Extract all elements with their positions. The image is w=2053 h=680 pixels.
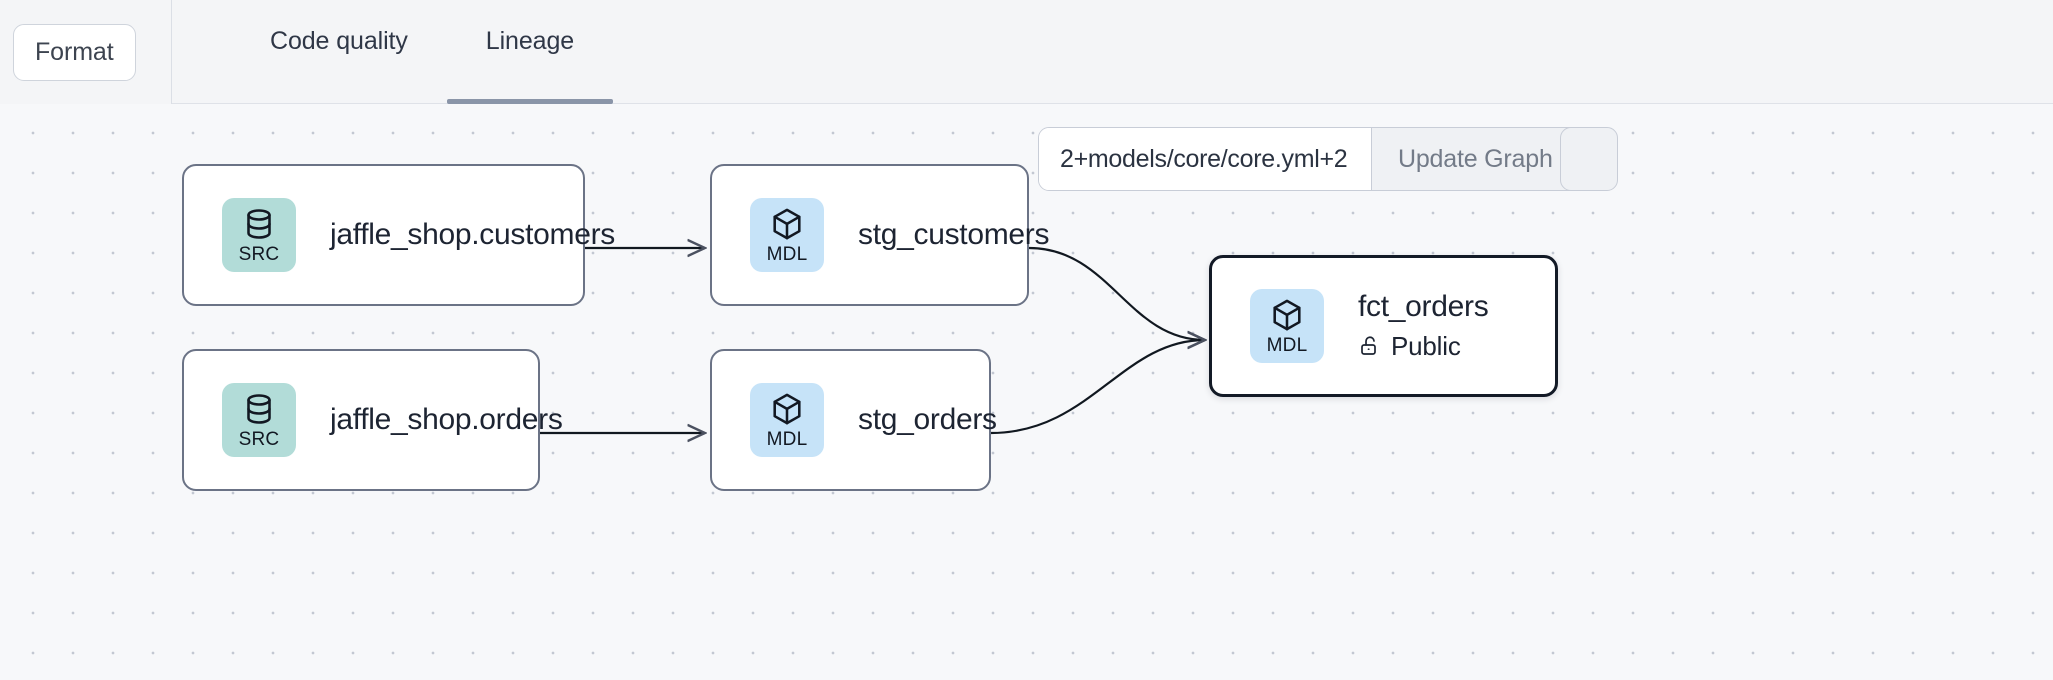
lineage-node-fct-orders[interactable]: MDL fct_orders Public bbox=[1209, 255, 1558, 397]
cube-icon bbox=[769, 206, 805, 242]
tab-active-underline bbox=[446, 99, 614, 104]
node-badge-label: SRC bbox=[238, 429, 280, 450]
node-badge-mdl: MDL bbox=[750, 383, 824, 457]
node-badge-label: MDL bbox=[1266, 335, 1308, 356]
lineage-node-jaffle-shop-customers[interactable]: SRC jaffle_shop.customers bbox=[182, 164, 615, 306]
lineage-node-stg-customers[interactable]: MDL stg_customers bbox=[710, 164, 1049, 306]
format-button[interactable]: Format bbox=[13, 23, 136, 81]
database-icon bbox=[241, 206, 277, 242]
toolbar-header: Format Code quality Lineage bbox=[0, 0, 2053, 104]
tab-lineage[interactable]: Lineage bbox=[446, 0, 614, 104]
cube-icon bbox=[769, 391, 805, 427]
node-body: jaffle_shop.orders bbox=[330, 403, 563, 438]
selector-input[interactable] bbox=[1039, 128, 1371, 190]
node-body: jaffle_shop.customers bbox=[330, 218, 615, 253]
node-visibility-label: Public bbox=[1391, 330, 1461, 361]
node-body: stg_customers bbox=[858, 218, 1049, 253]
node-badge-mdl: MDL bbox=[750, 198, 824, 272]
node-badge-label: MDL bbox=[766, 244, 808, 265]
node-title: stg_customers bbox=[858, 217, 1050, 251]
update-graph-button[interactable]: Update Graph bbox=[1371, 128, 1579, 190]
lineage-canvas[interactable]: SRC jaffle_shop.customers MDL stg_custo bbox=[0, 104, 2053, 680]
lineage-node-jaffle-shop-orders[interactable]: SRC jaffle_shop.orders bbox=[182, 349, 563, 491]
node-badge-src: SRC bbox=[222, 198, 296, 272]
format-zone: Format bbox=[0, 0, 172, 104]
node-badge-label: MDL bbox=[766, 429, 808, 450]
database-icon bbox=[241, 391, 277, 427]
node-title: jaffle_shop.orders bbox=[330, 402, 563, 436]
node-title: jaffle_shop.customers bbox=[330, 217, 615, 251]
node-body: fct_orders Public bbox=[1358, 290, 1489, 362]
graph-controls: Update Graph bbox=[1038, 127, 1580, 191]
node-title: stg_orders bbox=[858, 402, 997, 436]
tab-code-quality-label: Code quality bbox=[270, 27, 408, 55]
unlock-icon bbox=[1358, 334, 1382, 358]
graph-extra-control[interactable] bbox=[1560, 127, 1618, 191]
tab-bar: Code quality Lineage bbox=[172, 0, 614, 104]
lineage-node-stg-orders[interactable]: MDL stg_orders bbox=[710, 349, 997, 491]
cube-icon bbox=[1269, 297, 1305, 333]
tab-code-quality[interactable]: Code quality bbox=[231, 0, 447, 104]
node-body: stg_orders bbox=[858, 403, 997, 438]
tab-lineage-label: Lineage bbox=[485, 27, 575, 55]
node-badge-label: SRC bbox=[238, 244, 280, 265]
node-badge-src: SRC bbox=[222, 383, 296, 457]
edge-stgorders-to-fct bbox=[990, 340, 1205, 435]
node-visibility: Public bbox=[1358, 331, 1488, 362]
edge-stgcustomers-to-fct bbox=[1028, 246, 1205, 340]
node-badge-mdl: MDL bbox=[1250, 289, 1324, 363]
node-title: fct_orders bbox=[1358, 290, 1489, 324]
